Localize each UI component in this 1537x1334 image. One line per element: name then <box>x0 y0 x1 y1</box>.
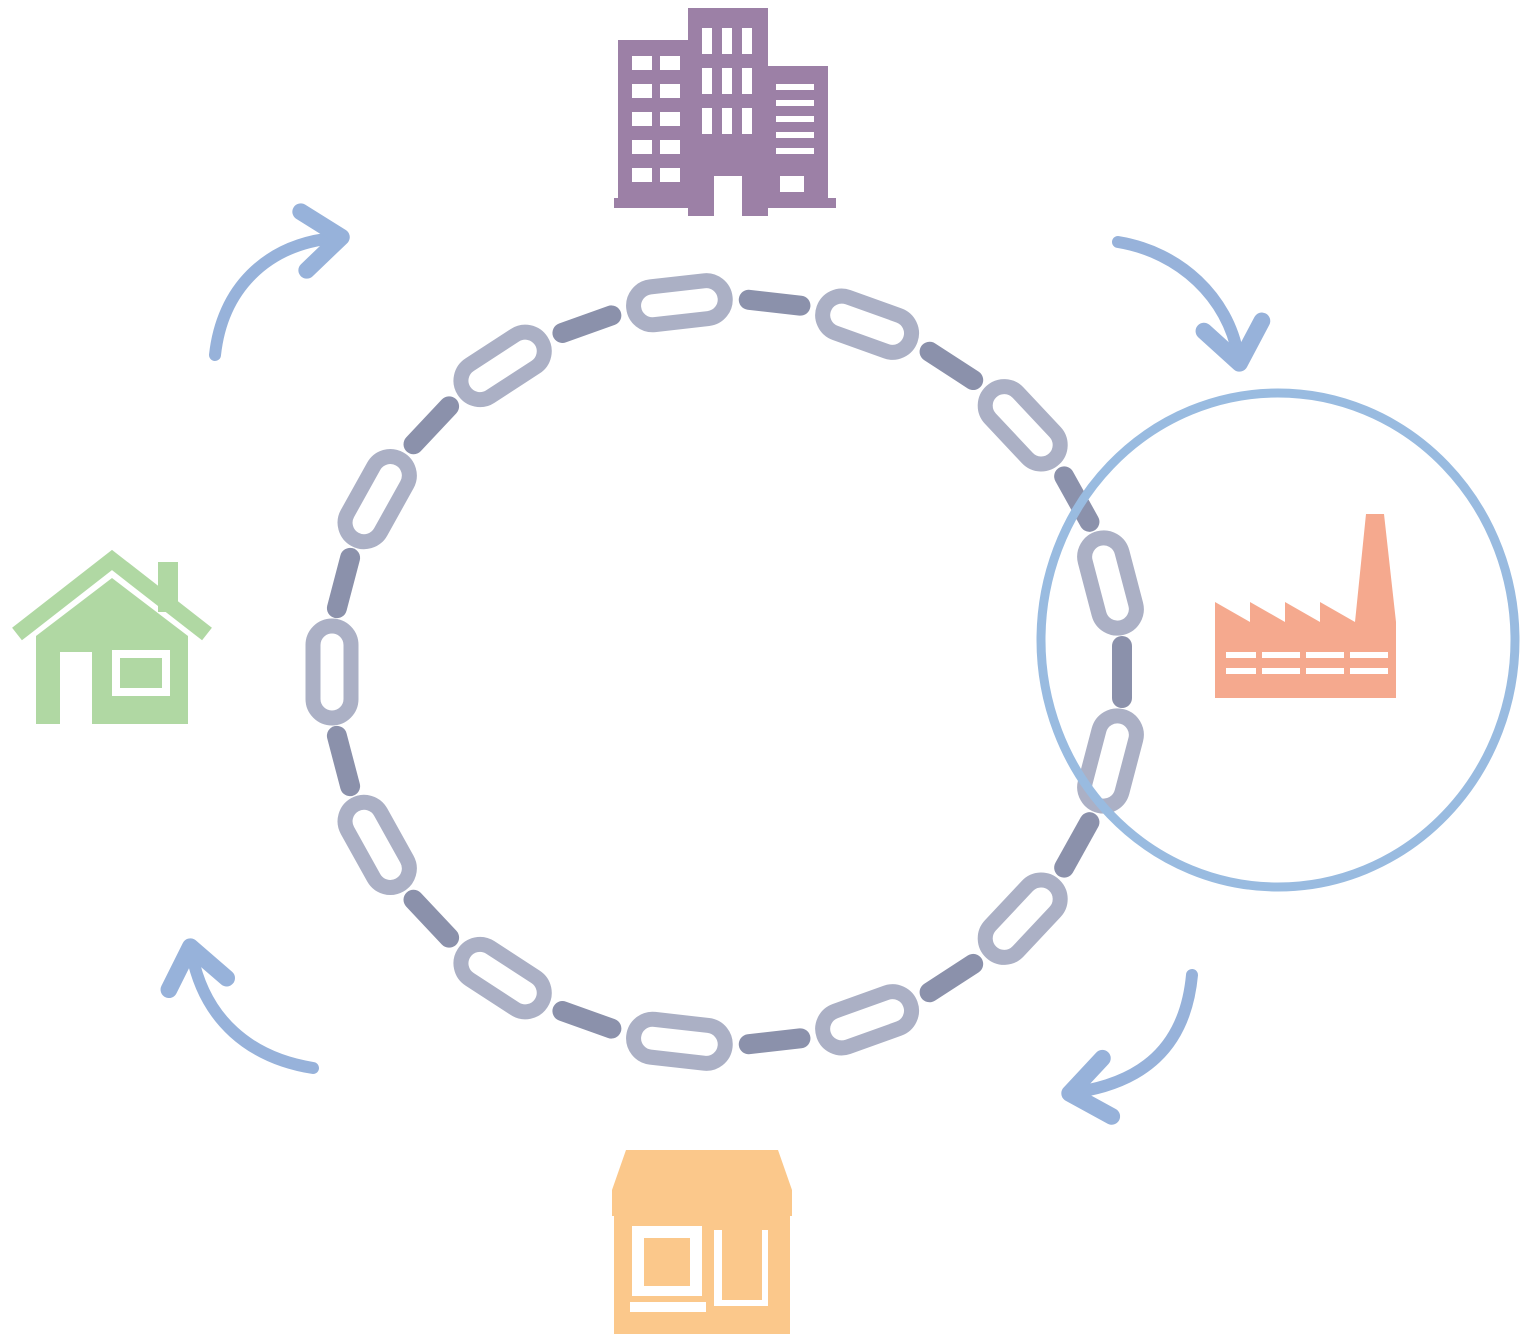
chain-link <box>815 984 920 1056</box>
chain-link <box>453 324 552 408</box>
chain-link <box>626 1011 733 1071</box>
house-icon <box>12 549 212 724</box>
chain-link <box>453 936 552 1020</box>
chain-link <box>337 794 417 895</box>
arrow-shop-to-house <box>160 938 319 1074</box>
arrow-house-to-office <box>209 203 350 361</box>
arrow-factory-to-shop <box>1061 969 1198 1125</box>
chain-link <box>1077 530 1144 636</box>
chain-icon <box>305 273 1144 1071</box>
shop-icon <box>612 1150 792 1334</box>
chain-link <box>337 449 417 550</box>
chain-link <box>326 725 361 797</box>
cycle-arrows <box>160 203 1271 1125</box>
chain-link <box>305 618 359 726</box>
chain-link <box>403 889 460 948</box>
chain-link <box>738 289 811 316</box>
chain-link <box>1112 636 1132 708</box>
chain-link <box>977 872 1068 965</box>
chain-link <box>1054 466 1100 532</box>
arrow-office-to-factory <box>1112 236 1271 372</box>
chain-link <box>919 341 984 391</box>
chain-link <box>977 379 1068 472</box>
highlight-ring <box>1036 388 1520 892</box>
chain-link <box>326 547 361 619</box>
chain-link <box>403 396 460 455</box>
chain-link <box>815 288 920 360</box>
chain-link <box>626 273 733 333</box>
chain-link <box>552 305 622 343</box>
chain-link <box>552 1001 622 1039</box>
chain-link <box>919 953 984 1003</box>
chain-link <box>738 1028 811 1055</box>
office-building-icon <box>614 8 836 216</box>
factory-icon <box>1215 514 1396 698</box>
chain-link <box>1054 812 1100 878</box>
